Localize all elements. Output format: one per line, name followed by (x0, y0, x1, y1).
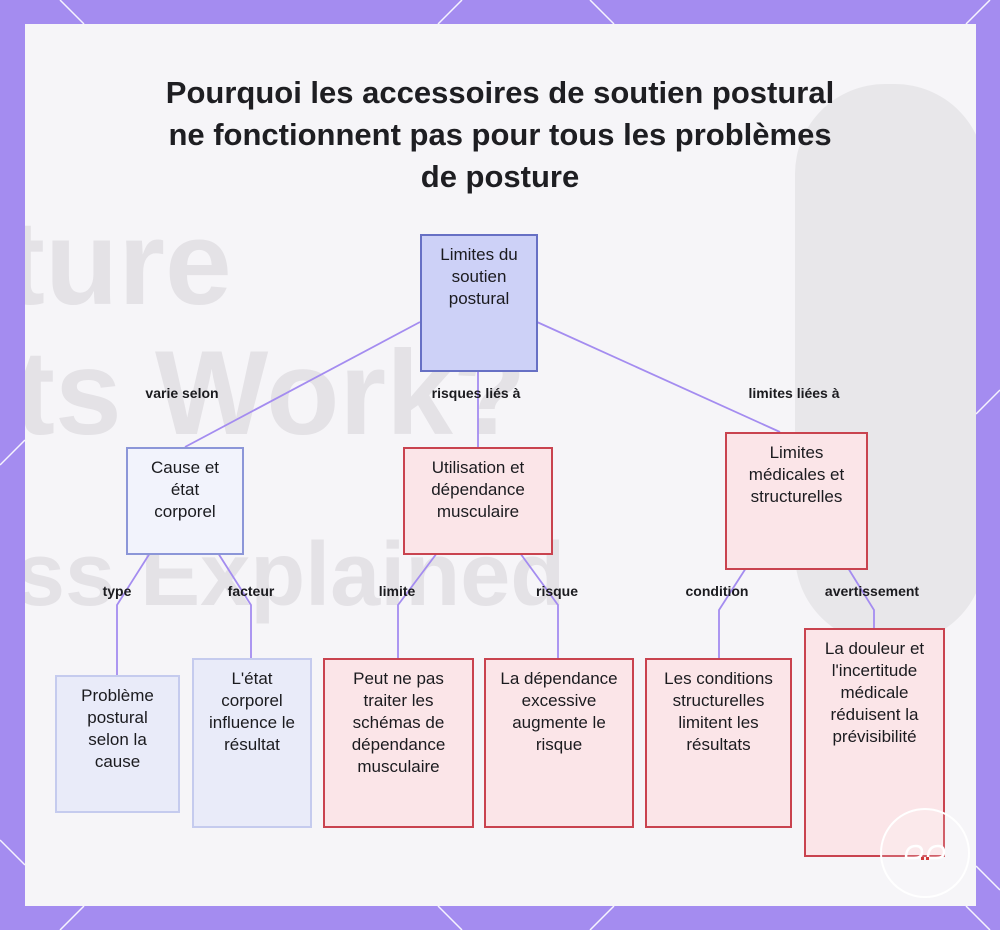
node-cause-etat: Cause et état corporel (126, 447, 244, 555)
node-label: La douleur et l'incertitude médicale réd… (820, 638, 929, 748)
edge-root-medical (537, 322, 780, 432)
edge-label-risque: risque (536, 583, 578, 599)
node-label: Limites du soutien postural (436, 244, 522, 310)
node-root-limites: Limites du soutien postural (420, 234, 538, 372)
logo-mark-icon (900, 838, 950, 868)
edge-label-avertissement: avertissement (825, 583, 919, 599)
edge-usage-patterns (398, 553, 437, 658)
edge-cause-state (218, 553, 251, 658)
edge-label-type: type (103, 583, 132, 599)
node-label: La dépendance excessive augmente le risq… (500, 668, 618, 756)
edge-medical-conditions (719, 568, 746, 658)
node-limites-medicales: Limites médicales et structurelles (725, 432, 868, 570)
node-utilisation-dependance: Utilisation et dépendance musculaire (403, 447, 553, 555)
node-leaf-etat: L'état corporel influence le résultat (192, 658, 312, 828)
node-label: Utilisation et dépendance musculaire (419, 457, 537, 523)
edge-label-limites-liees: limites liées à (748, 385, 839, 401)
node-leaf-schemas: Peut ne pas traiter les schémas de dépen… (323, 658, 474, 828)
node-leaf-conditions: Les conditions structurelles limitent le… (645, 658, 792, 828)
node-leaf-risque: La dépendance excessive augmente le risq… (484, 658, 634, 828)
node-label: Problème postural selon la cause (69, 685, 166, 773)
edge-label-condition: condition (686, 583, 749, 599)
node-label: Limites médicales et structurelles (741, 442, 852, 508)
edge-label-limite: limite (379, 583, 416, 599)
node-label: Les conditions structurelles limitent le… (657, 668, 780, 756)
edge-label-varie-selon: varie selon (145, 385, 218, 401)
node-leaf-probleme: Problème postural selon la cause (55, 675, 180, 813)
node-label: Cause et état corporel (140, 457, 230, 523)
edge-usage-risk (520, 553, 558, 658)
edge-label-risques-lies: risques liés à (432, 385, 521, 401)
edge-root-cause (185, 322, 420, 447)
node-label: L'état corporel influence le résultat (204, 668, 300, 756)
edge-cause-problem (117, 553, 150, 675)
node-label: Peut ne pas traiter les schémas de dépen… (337, 668, 460, 778)
brand-logo-icon (880, 808, 970, 898)
edge-label-facteur: facteur (228, 583, 275, 599)
